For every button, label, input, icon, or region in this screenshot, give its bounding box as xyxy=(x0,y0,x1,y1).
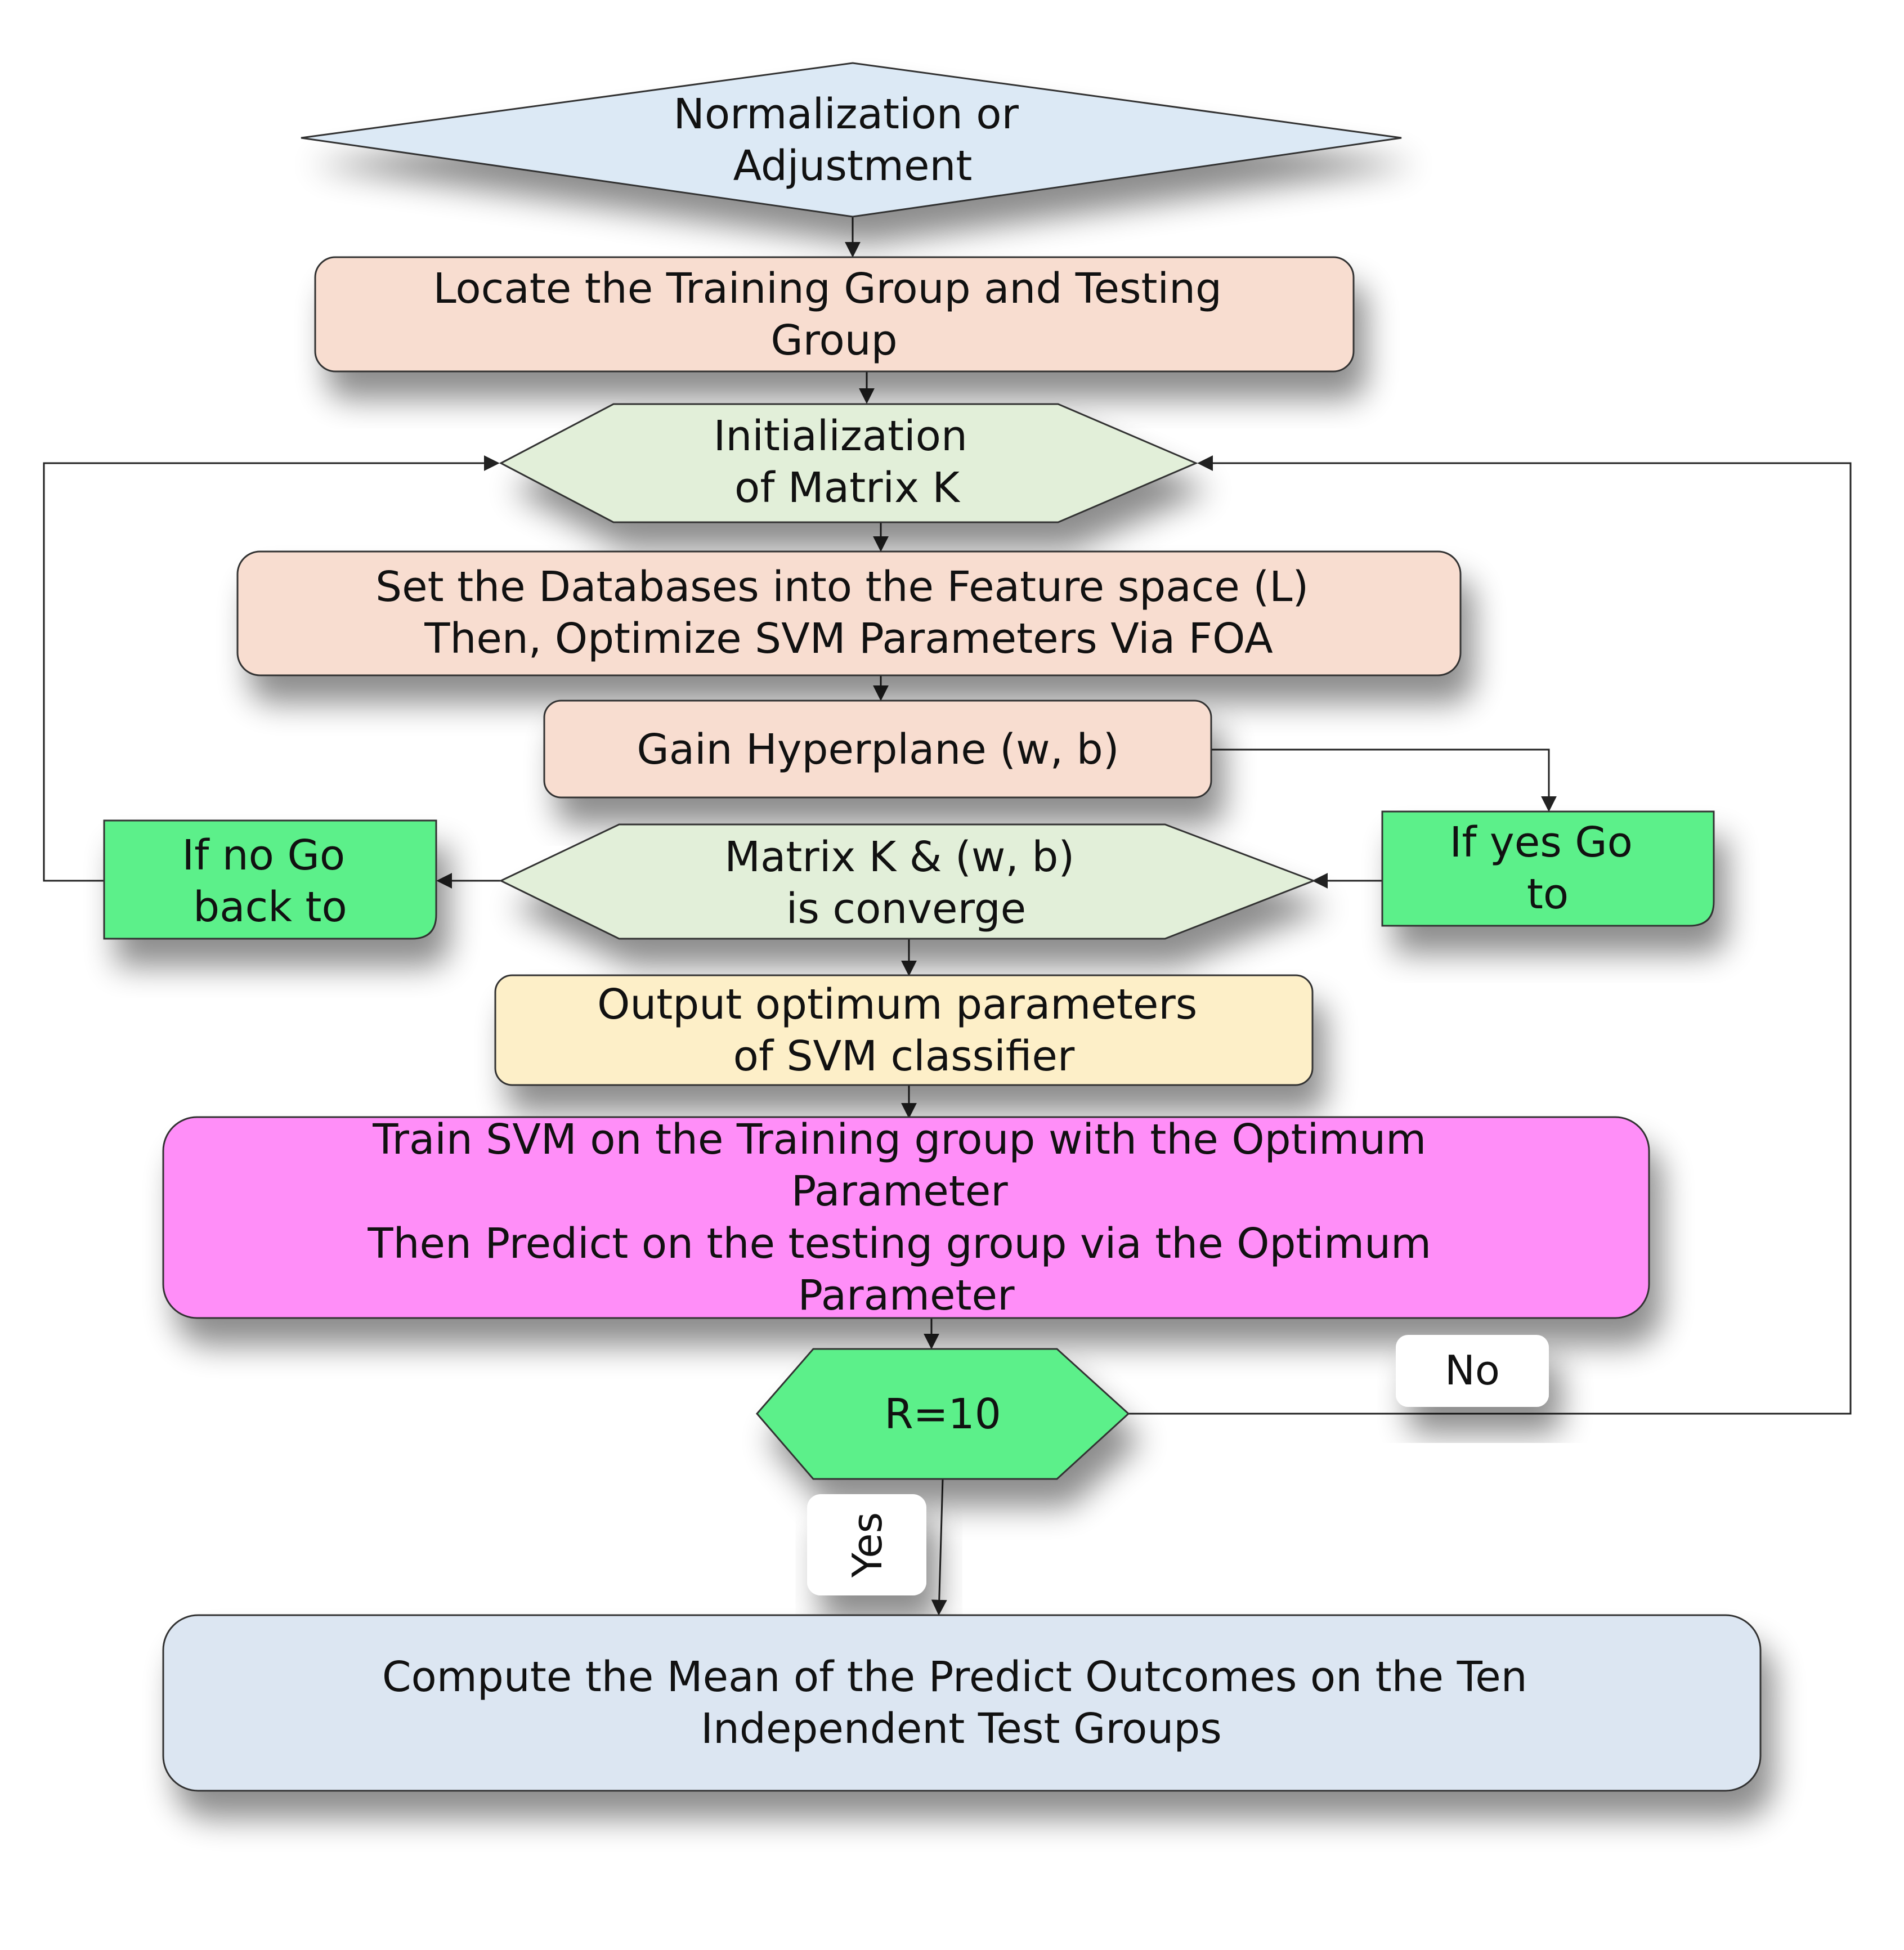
yes-badge-label: Yes xyxy=(844,1512,891,1578)
check-hexagon-shape xyxy=(756,1348,1130,1480)
if-yes-label: If yes Go to xyxy=(1450,818,1646,918)
converge-label: Matrix K & (w, b) is converge xyxy=(724,833,1088,933)
arrow-check-yes-to-compute xyxy=(931,1478,947,1616)
gain-label: Gain Hyperplane (w, b) xyxy=(637,725,1119,774)
setdb-process: Set the Databases into the Feature space… xyxy=(236,550,1462,676)
check-label: R=10 xyxy=(884,1390,1001,1438)
train-label: Train SVM on the Training group with the… xyxy=(367,1115,1444,1320)
start-diamond-label: Normalization or Adjustment xyxy=(674,90,1032,190)
output-process: Output optimum parameters of SVM classif… xyxy=(494,974,1314,1086)
converge-hexagon: Matrix K & (w, b) is converge xyxy=(499,823,1316,940)
locate-box xyxy=(314,256,1355,373)
arrow-check-no-loop-to-init xyxy=(1128,455,1852,1415)
gain-box xyxy=(543,700,1212,799)
check-hexagon: R=10 xyxy=(756,1348,1130,1480)
start-diamond-shape xyxy=(301,62,1402,218)
connectors xyxy=(43,217,1852,1616)
if-yes-box: If yes Go to xyxy=(1381,810,1715,927)
init-hexagon: Initialization of Matrix K xyxy=(499,403,1198,523)
if-no-box: If no Go back to xyxy=(103,819,437,940)
no-badge-shape xyxy=(1396,1335,1549,1407)
output-box xyxy=(494,974,1314,1086)
no-badge-label: No xyxy=(1445,1347,1500,1394)
train-process: Train SVM on the Training group with the… xyxy=(162,1115,1650,1320)
init-hexagon-shape xyxy=(499,403,1198,523)
locate-process: Locate the Training Group and Testing Gr… xyxy=(314,256,1355,373)
compute-label: Compute the Mean of the Predict Outcomes… xyxy=(382,1653,1540,1753)
setdb-label: Set the Databases into the Feature space… xyxy=(375,563,1322,663)
arrow-ifno-loop-to-init xyxy=(43,455,500,882)
compute-process: Compute the Mean of the Predict Outcomes… xyxy=(162,1614,1762,1792)
start-diamond: Normalization or Adjustment xyxy=(301,62,1402,218)
train-box xyxy=(162,1116,1650,1319)
yes-badge: Yes xyxy=(807,1494,926,1595)
output-label: Output optimum parameters of SVM classif… xyxy=(597,980,1211,1081)
if-no-shape xyxy=(103,819,437,940)
compute-box xyxy=(162,1614,1762,1792)
if-yes-shape xyxy=(1381,810,1715,927)
gain-process: Gain Hyperplane (w, b) xyxy=(543,700,1212,799)
setdb-box xyxy=(236,550,1462,676)
no-badge: No xyxy=(1396,1335,1549,1407)
locate-label: Locate the Training Group and Testing Gr… xyxy=(433,265,1235,365)
init-label: Initialization of Matrix K xyxy=(714,412,981,512)
yes-badge-shape xyxy=(807,1494,926,1595)
if-no-label: If no Go back to xyxy=(182,831,358,931)
converge-hexagon-shape xyxy=(499,823,1316,940)
arrow-gain-to-ifyes xyxy=(1210,748,1557,812)
